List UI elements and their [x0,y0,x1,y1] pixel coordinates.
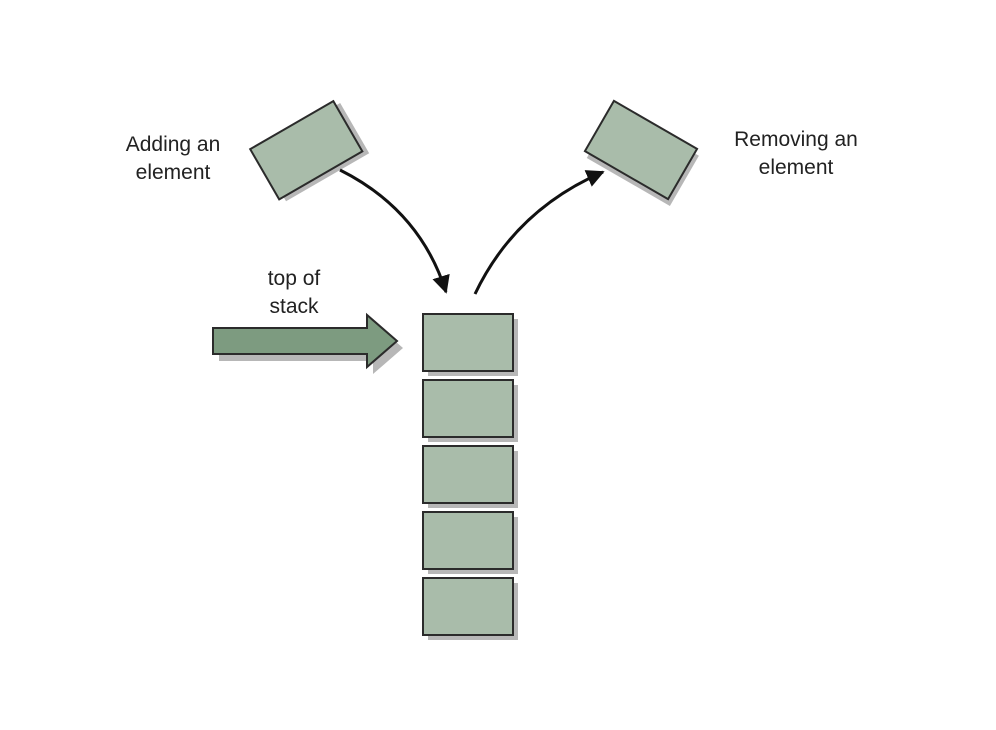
top-label-line1: top of [267,267,321,290]
top-label-line2: stack [269,295,319,318]
adding-label-line1: Adding an [125,133,221,156]
adding-element-label: Adding an element [98,131,248,187]
stack-element [422,379,514,438]
stack-element [422,445,514,504]
stack-element-top [422,313,514,372]
top-of-stack-pointer [212,312,403,374]
removing-label-line2: element [758,156,834,179]
remove-arrow [473,170,605,295]
stack-element [422,511,514,570]
adding-element-box [248,99,370,202]
stack-element [422,577,514,636]
removing-label-line1: Removing an [734,128,858,151]
removing-element-label: Removing an element [716,126,876,182]
removing-element-box [583,99,699,206]
adding-label-line2: element [135,161,211,184]
add-arrow [339,168,450,294]
top-of-stack-label: top of stack [224,265,364,321]
stack [422,313,518,640]
